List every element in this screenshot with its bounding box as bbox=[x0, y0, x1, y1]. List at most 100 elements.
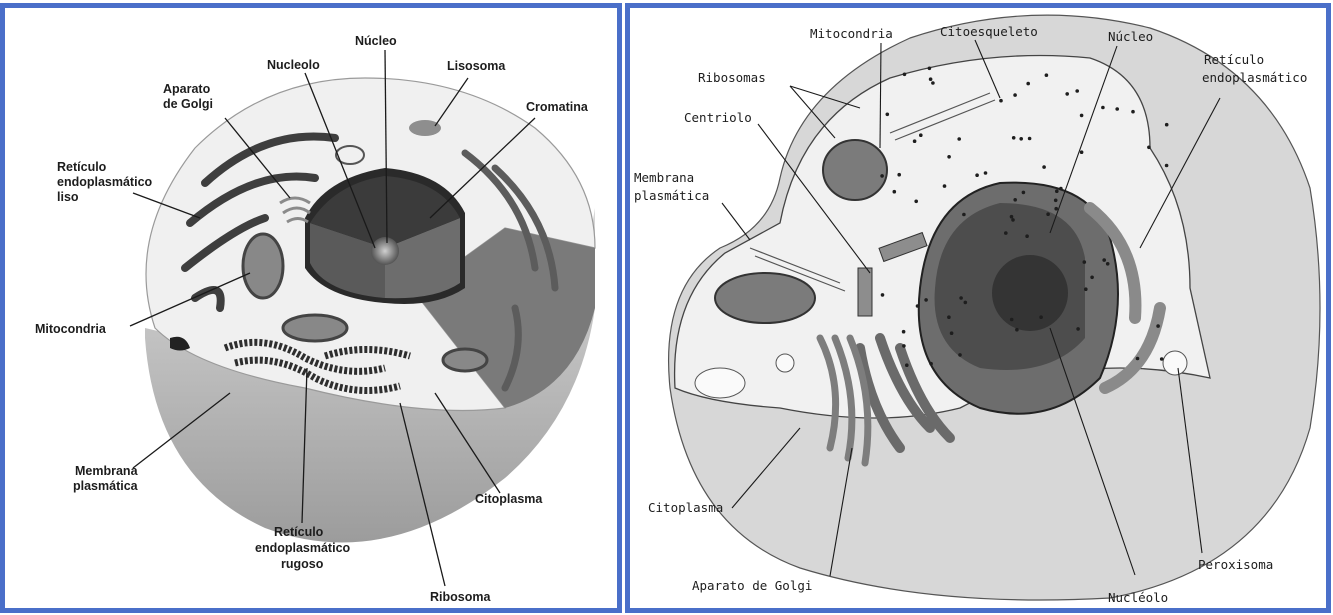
ribosome-dot bbox=[1013, 93, 1017, 97]
label-ribosoma: Ribosoma bbox=[430, 590, 491, 604]
label-nucleo-r: Núcleo bbox=[1108, 29, 1153, 44]
label-golgi-r: Aparato de Golgi bbox=[692, 578, 812, 593]
ribosome-dot bbox=[1028, 137, 1032, 141]
ribosome-dot bbox=[1075, 89, 1079, 93]
ribosome-dot bbox=[1076, 327, 1080, 331]
ribosome-dot bbox=[1131, 110, 1135, 114]
ribosome-dot bbox=[1045, 73, 1049, 77]
label-mitocondria-r: Mitocondria bbox=[810, 26, 893, 41]
ribosome-dot bbox=[975, 173, 979, 177]
ribosome-dot bbox=[902, 344, 906, 348]
ribosome-dot bbox=[928, 67, 932, 71]
ribosome-dot bbox=[947, 315, 951, 319]
label-membrana-r-line2: plasmática bbox=[634, 188, 709, 203]
vesicle-a bbox=[695, 368, 745, 398]
ribosome-dot bbox=[1084, 287, 1088, 291]
mitochondrion-shape-b bbox=[715, 273, 815, 323]
label-rel-line2: endoplasmático bbox=[57, 175, 153, 189]
label-rer-line2: endoplasmático bbox=[255, 541, 351, 555]
ribosome-dot bbox=[1015, 328, 1019, 332]
ribosome-dot bbox=[957, 137, 961, 141]
ribosome-dot bbox=[893, 190, 897, 194]
label-reticulo-line1: Retículo bbox=[1204, 52, 1264, 67]
ribosome-dot bbox=[905, 363, 909, 367]
ribosome-dot bbox=[999, 99, 1003, 103]
ribosome-dot bbox=[1165, 164, 1169, 168]
ribosome-dot bbox=[1147, 146, 1151, 150]
vesicle-b bbox=[776, 354, 794, 372]
ribosome-dot bbox=[1101, 106, 1105, 110]
label-reticulo-line2: endoplasmático bbox=[1202, 70, 1307, 85]
ribosome-dot bbox=[902, 330, 906, 334]
nucleolus-sphere bbox=[371, 237, 399, 265]
ribosome-dot bbox=[916, 304, 920, 308]
right-cell-diagram-panel: Mitocondria Citoesqueleto Núcleo Retícul… bbox=[625, 3, 1331, 613]
ribosome-dot bbox=[913, 139, 917, 143]
ribosome-dot bbox=[1004, 231, 1008, 235]
label-rer-line3: rugoso bbox=[281, 557, 324, 571]
label-golgi-line2: de Golgi bbox=[163, 97, 213, 111]
ribosome-dot bbox=[924, 298, 928, 302]
label-rer-line1: Retículo bbox=[274, 525, 324, 539]
ribosome-dot bbox=[1026, 82, 1030, 86]
ribosome-dot bbox=[1102, 258, 1106, 262]
ribosome-dot bbox=[959, 296, 963, 300]
mitochondrion-shape-a bbox=[823, 140, 887, 200]
ribosome-dot bbox=[1039, 315, 1043, 319]
ribosome-dot bbox=[881, 293, 885, 297]
ribosome-dot bbox=[962, 213, 966, 217]
ribosome-dot bbox=[903, 73, 907, 77]
ribosome-dot bbox=[1115, 107, 1119, 111]
label-membrana-line2: plasmática bbox=[73, 479, 139, 493]
leader-membrana-r bbox=[722, 203, 750, 240]
ribosome-dot bbox=[1019, 137, 1023, 141]
ribosome-dot bbox=[919, 133, 923, 137]
centriole-shape-a bbox=[858, 268, 872, 316]
ribosome-dot bbox=[1010, 215, 1014, 219]
left-cell-diagram-panel: Núcleo Nucleolo Lisosoma Aparato de Golg… bbox=[0, 3, 622, 613]
ribosome-dot bbox=[958, 353, 962, 357]
left-cell-illustration: Núcleo Nucleolo Lisosoma Aparato de Golg… bbox=[5, 8, 617, 608]
ribosome-dot bbox=[1054, 199, 1058, 203]
label-lisosoma: Lisosoma bbox=[447, 59, 506, 73]
ribosome-dot bbox=[1059, 187, 1063, 191]
label-cromatina: Cromatina bbox=[526, 100, 589, 114]
label-golgi-line1: Aparato bbox=[163, 82, 211, 96]
label-membrana-line1: Membrana bbox=[75, 464, 139, 478]
label-mitocondria: Mitocondria bbox=[35, 322, 107, 336]
label-membrana-r-line1: Membrana bbox=[634, 170, 694, 185]
ribosome-dot bbox=[1136, 357, 1140, 361]
ribosome-dot bbox=[1156, 324, 1160, 328]
label-ribosomas: Ribosomas bbox=[698, 70, 766, 85]
label-rel-line3: liso bbox=[57, 190, 79, 204]
ribosome-dot bbox=[1012, 136, 1016, 140]
ribosome-dot bbox=[947, 155, 951, 159]
ribosome-dot bbox=[929, 362, 933, 366]
ribosome-dot bbox=[1106, 262, 1110, 266]
label-citoplasma-r: Citoplasma bbox=[648, 500, 723, 515]
ribosome-dot bbox=[1165, 123, 1169, 127]
ribosome-dot bbox=[929, 77, 933, 81]
ribosome-dot bbox=[880, 174, 884, 178]
ribosome-dot bbox=[984, 171, 988, 175]
ribosome-dot bbox=[1080, 150, 1084, 154]
label-citoesqueleto: Citoesqueleto bbox=[940, 24, 1038, 39]
ribosome-dot bbox=[897, 173, 901, 177]
label-centriolo: Centriolo bbox=[684, 110, 752, 125]
ribosome-dot bbox=[1010, 318, 1014, 322]
mitochondrion-shape-2 bbox=[283, 315, 347, 341]
ribosome-dot bbox=[1022, 191, 1026, 195]
ribosome-dot bbox=[1025, 234, 1029, 238]
ribosome-dot bbox=[943, 184, 947, 188]
ribosome-dot bbox=[1055, 189, 1059, 193]
ribosome-dot bbox=[1160, 357, 1164, 361]
ribosome-dot bbox=[1083, 260, 1087, 264]
ribosome-dot bbox=[1013, 198, 1017, 202]
right-cell-illustration: Mitocondria Citoesqueleto Núcleo Retícul… bbox=[630, 8, 1326, 608]
mitochondrion-shape-3 bbox=[443, 349, 487, 371]
ribosome-dot bbox=[1065, 92, 1069, 96]
mitochondrion-shape-1 bbox=[243, 234, 283, 298]
ribosome-dot bbox=[1090, 276, 1094, 280]
lysosome-shape bbox=[409, 120, 441, 136]
label-peroxisoma: Peroxisoma bbox=[1198, 557, 1273, 572]
